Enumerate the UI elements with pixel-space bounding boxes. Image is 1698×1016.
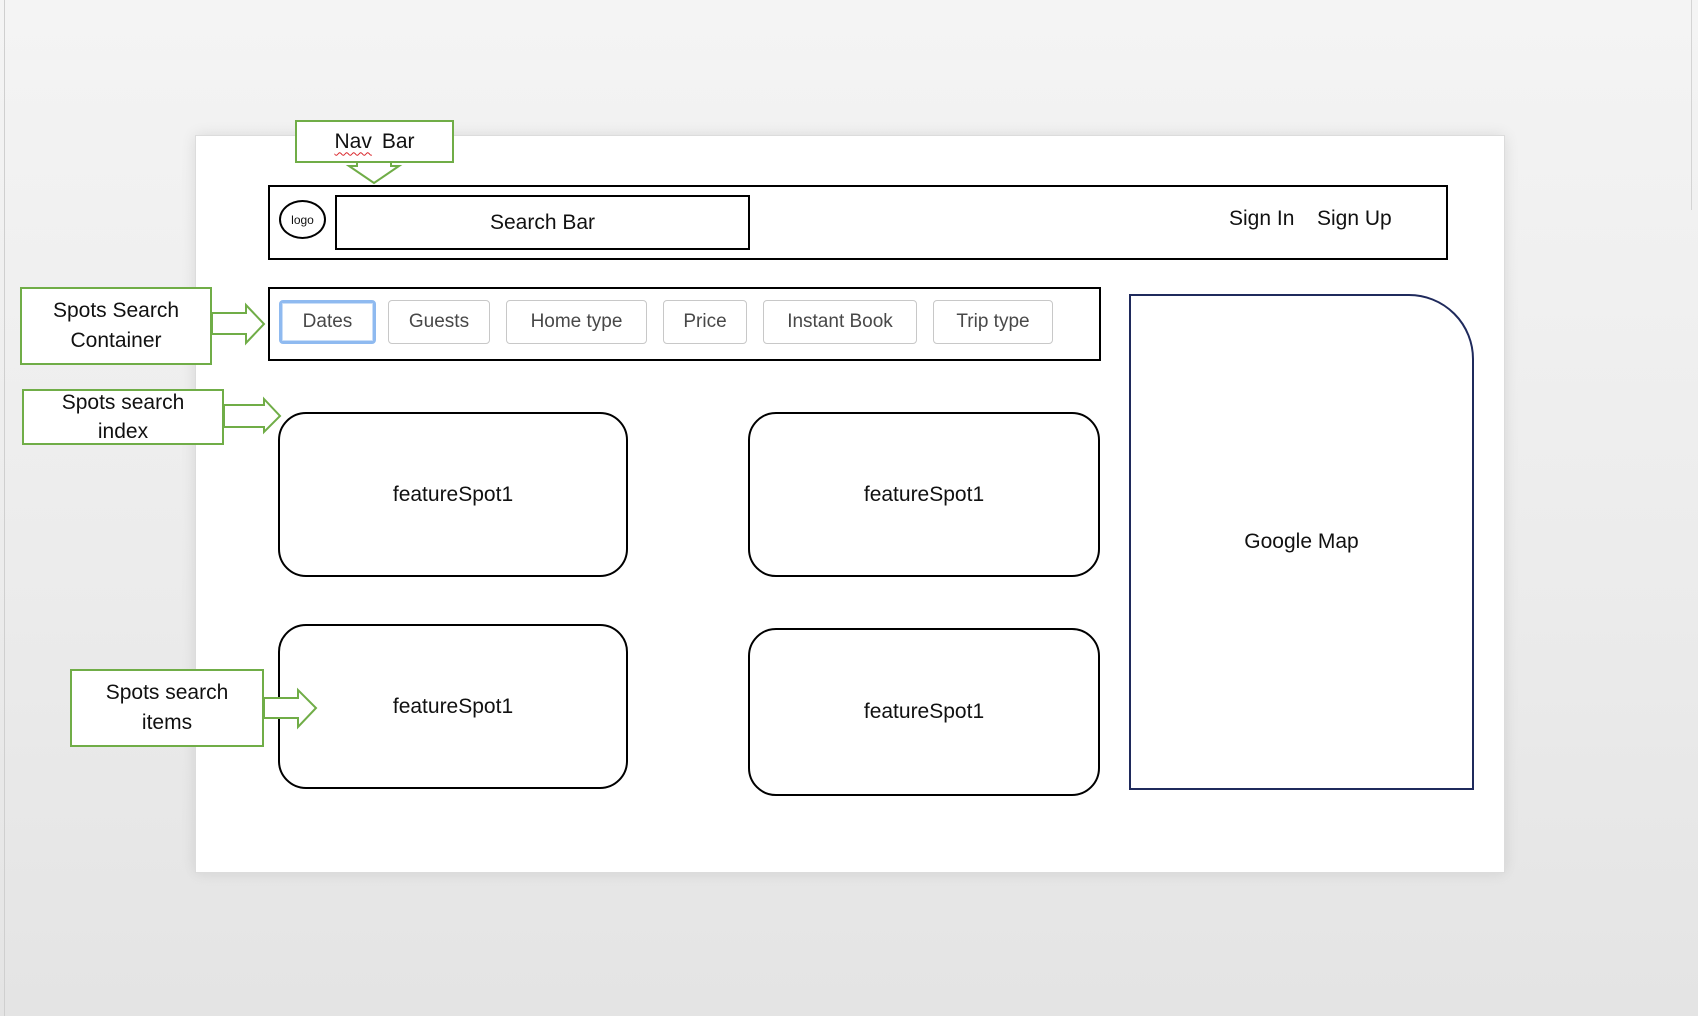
spots-search-container-box bbox=[268, 287, 1101, 361]
filter-chip-dates: Dates bbox=[279, 300, 376, 344]
callout-line: Spots search bbox=[61, 391, 185, 414]
feature-spot-label: featureSpot1 bbox=[392, 482, 514, 506]
filter-chip-label: Trip type bbox=[956, 311, 1030, 332]
feature-spot-card: featureSpot1 bbox=[278, 624, 628, 789]
sign-up-label: Sign Up bbox=[1317, 207, 1392, 230]
search-bar-box: Search Bar bbox=[335, 195, 750, 250]
spots-search-container-callout: Spots Search Container bbox=[20, 287, 212, 365]
filter-chip-label: Instant Book bbox=[787, 311, 893, 332]
feature-spot-card: featureSpot1 bbox=[278, 412, 628, 577]
search-bar-label: Search Bar bbox=[489, 210, 596, 234]
google-map-box: Google Map bbox=[1129, 294, 1474, 790]
filter-chip-label: Home type bbox=[530, 311, 623, 332]
nav-bar-down-arrow bbox=[345, 159, 403, 185]
items-right-arrow bbox=[263, 687, 318, 730]
filter-chip-label: Dates bbox=[302, 311, 353, 332]
container-right-arrow bbox=[211, 302, 266, 346]
callout-line: index bbox=[97, 420, 149, 443]
index-right-arrow bbox=[223, 396, 282, 435]
filter-chip-price: Price bbox=[663, 300, 747, 344]
nav-bar-callout-word-bar: Bar bbox=[381, 129, 415, 153]
nav-bar-callout: Nav Bar bbox=[295, 120, 454, 163]
left-edge-rule bbox=[4, 0, 5, 1016]
google-map-label: Google Map bbox=[1244, 530, 1359, 553]
spots-search-items-callout: Spots search items bbox=[70, 669, 264, 747]
filter-chip-guests: Guests bbox=[388, 300, 490, 344]
navbar-box bbox=[268, 185, 1448, 260]
filter-chip-home-type: Home type bbox=[506, 300, 647, 344]
nav-bar-callout-word-nav: Nav bbox=[334, 129, 372, 153]
callout-line: items bbox=[141, 711, 193, 734]
logo-circle: logo bbox=[279, 200, 326, 239]
callout-line: Container bbox=[70, 329, 162, 352]
logo-label: logo bbox=[291, 212, 314, 227]
filter-chip-trip-type: Trip type bbox=[933, 300, 1053, 344]
sign-in-label: Sign In bbox=[1229, 207, 1295, 230]
feature-spot-card: featureSpot1 bbox=[748, 412, 1100, 577]
filter-chip-instant-book: Instant Book bbox=[763, 300, 917, 344]
right-edge-rule bbox=[1691, 0, 1692, 210]
feature-spot-label: featureSpot1 bbox=[863, 482, 985, 506]
callout-line: Spots search bbox=[105, 681, 229, 704]
feature-spot-card: featureSpot1 bbox=[748, 628, 1100, 796]
callout-line: Spots Search bbox=[52, 299, 180, 322]
spots-search-index-callout: Spots search index bbox=[22, 389, 224, 445]
filter-chip-label: Price bbox=[683, 311, 727, 332]
feature-spot-label: featureSpot1 bbox=[863, 700, 985, 723]
feature-spot-label: featureSpot1 bbox=[392, 694, 514, 718]
filter-chip-label: Guests bbox=[408, 311, 470, 332]
